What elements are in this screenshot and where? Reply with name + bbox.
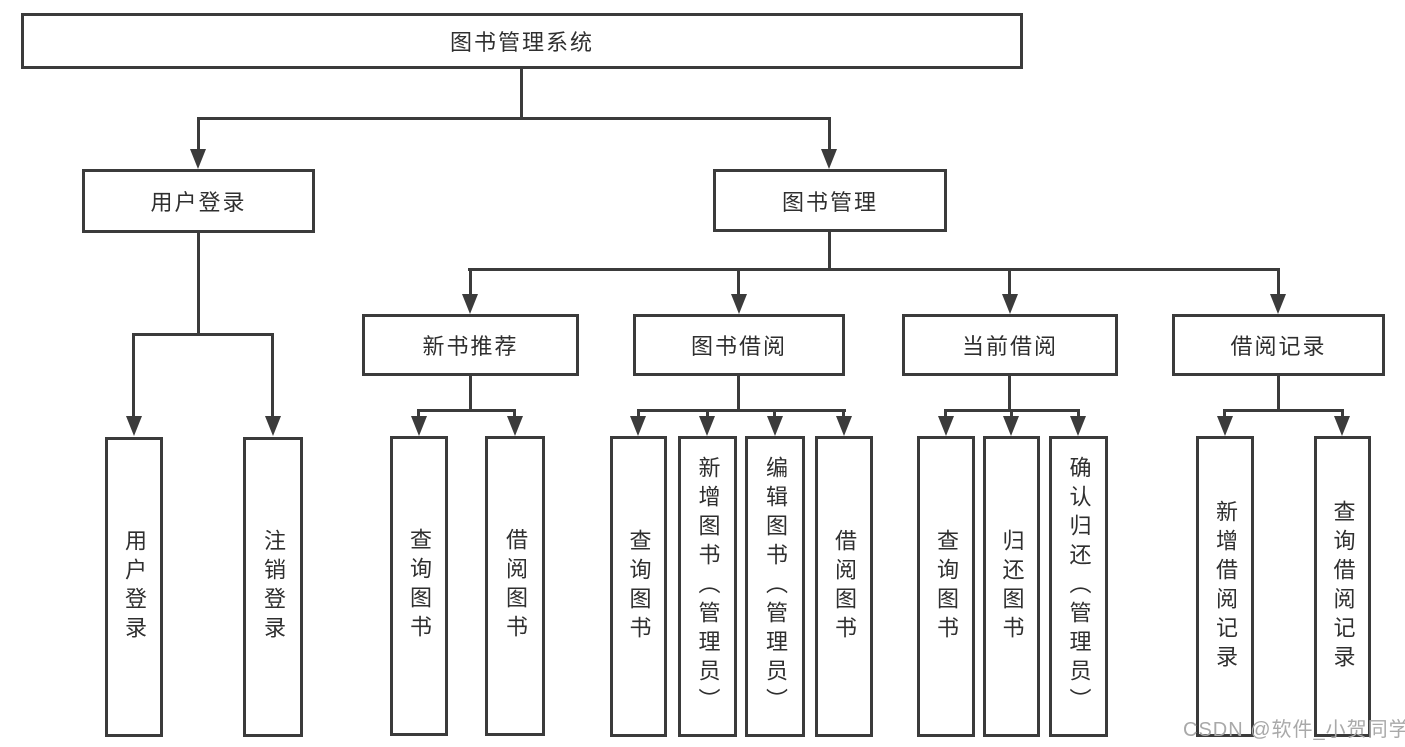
node-book-management: 图书管理 [713,169,947,232]
leaf-bb-edit-book-admin-label: 编辑图书（管理员） [763,456,788,717]
connector-vline [773,409,776,419]
connector-vline [197,233,200,336]
connector-vline [1223,409,1226,419]
arrow-down-icon [821,149,837,169]
connector-vline [828,117,831,151]
leaf-nbr-borrow-book-label: 借阅图书 [503,528,528,644]
node-root: 图书管理系统 [21,13,1023,69]
arrow-down-icon [836,416,852,436]
connector-vline [828,232,831,270]
leaf-bb-query-book-label: 查询图书 [626,528,652,645]
leaf-cb-confirm-return-admin: 确认归还（管理员） [1049,436,1108,737]
connector-hline [468,268,1280,271]
leaf-cb-query-book-label: 查询图书 [934,528,959,645]
connector-vline [637,409,640,419]
leaf-user-login: 用户登录 [105,437,163,737]
leaf-bb-add-book-admin-label: 新增图书（管理员） [695,456,721,717]
leaf-bb-edit-book-admin: 编辑图书（管理员） [745,436,805,737]
leaf-br-query-record-label: 查询借阅记录 [1330,499,1356,674]
connector-hline [132,333,274,336]
leaf-cb-confirm-return-admin-label: 确认归还（管理员） [1066,456,1092,717]
leaf-logout-label: 注销登录 [261,529,286,645]
arrow-down-icon [265,416,281,436]
node-borrow-records-label: 借阅记录 [1230,334,1327,359]
node-user-login-label: 用户登录 [150,190,247,215]
node-user-login: 用户登录 [82,169,315,233]
node-current-borrow-label: 当前借阅 [961,334,1058,359]
connector-vline [197,117,200,151]
leaf-cb-return-book-label: 归还图书 [999,528,1025,645]
node-borrow-records: 借阅记录 [1172,314,1385,376]
node-book-borrow: 图书借阅 [633,314,845,376]
leaf-logout: 注销登录 [243,437,303,737]
arrow-down-icon [126,416,142,436]
node-book-management-label: 图书管理 [781,189,878,215]
leaf-nbr-query-book-label: 查询图书 [407,528,432,644]
arrow-down-icon [1270,294,1286,314]
connector-vline [842,409,845,419]
arrow-down-icon [1070,416,1086,436]
leaf-bb-query-book: 查询图书 [610,436,667,737]
connector-vline [132,333,135,418]
connector-vline [706,409,709,419]
leaf-nbr-query-book: 查询图书 [390,436,448,736]
arrow-down-icon [507,416,523,436]
node-new-book-recommend: 新书推荐 [362,314,579,376]
leaf-cb-return-book: 归还图书 [983,436,1040,737]
connector-vline [1077,409,1080,419]
leaf-br-add-record: 新增借阅记录 [1196,436,1254,737]
connector-vline [417,409,420,419]
connector-vline [469,376,472,412]
connector-vline [1008,376,1011,412]
arrow-down-icon [938,416,954,436]
leaf-bb-borrow-book-label: 借阅图书 [832,528,857,645]
node-book-borrow-label: 图书借阅 [690,334,787,359]
leaf-bb-add-book-admin: 新增图书（管理员） [678,436,737,737]
node-current-borrow: 当前借阅 [902,314,1118,376]
arrow-down-icon [411,416,427,436]
node-root-label: 图书管理系统 [449,30,594,55]
connector-hline [197,117,831,120]
arrow-down-icon [1217,416,1233,436]
leaf-cb-query-book: 查询图书 [917,436,975,737]
connector-vline [520,69,523,118]
connector-vline [469,268,472,296]
connector-vline [737,268,740,296]
connector-vline [1277,376,1280,412]
leaf-user-login-label: 用户登录 [122,529,147,645]
connector-vline [1341,409,1344,419]
arrow-down-icon [630,416,646,436]
leaf-bb-borrow-book: 借阅图书 [815,436,873,737]
connector-vline [1277,268,1280,296]
arrow-down-icon [1002,294,1018,314]
arrow-down-icon [731,294,747,314]
arrow-down-icon [462,294,478,314]
leaf-br-query-record: 查询借阅记录 [1314,436,1371,737]
connector-hline [1223,409,1344,412]
arrow-down-icon [699,416,715,436]
connector-vline [513,409,516,419]
connector-vline [1008,268,1011,296]
connector-vline [737,376,740,412]
leaf-br-add-record-label: 新增借阅记录 [1213,499,1238,674]
arrow-down-icon [1334,416,1350,436]
connector-vline [271,333,274,418]
arrow-down-icon [1003,416,1019,436]
watermark: CSDN @软件_小贺同学 [1183,719,1405,741]
arrow-down-icon [767,416,783,436]
connector-hline [637,409,846,412]
connector-hline [417,409,516,412]
connector-vline [1010,409,1013,419]
node-new-book-recommend-label: 新书推荐 [422,334,519,359]
arrow-down-icon [190,149,206,169]
leaf-nbr-borrow-book: 借阅图书 [485,436,545,736]
connector-vline [944,409,947,419]
